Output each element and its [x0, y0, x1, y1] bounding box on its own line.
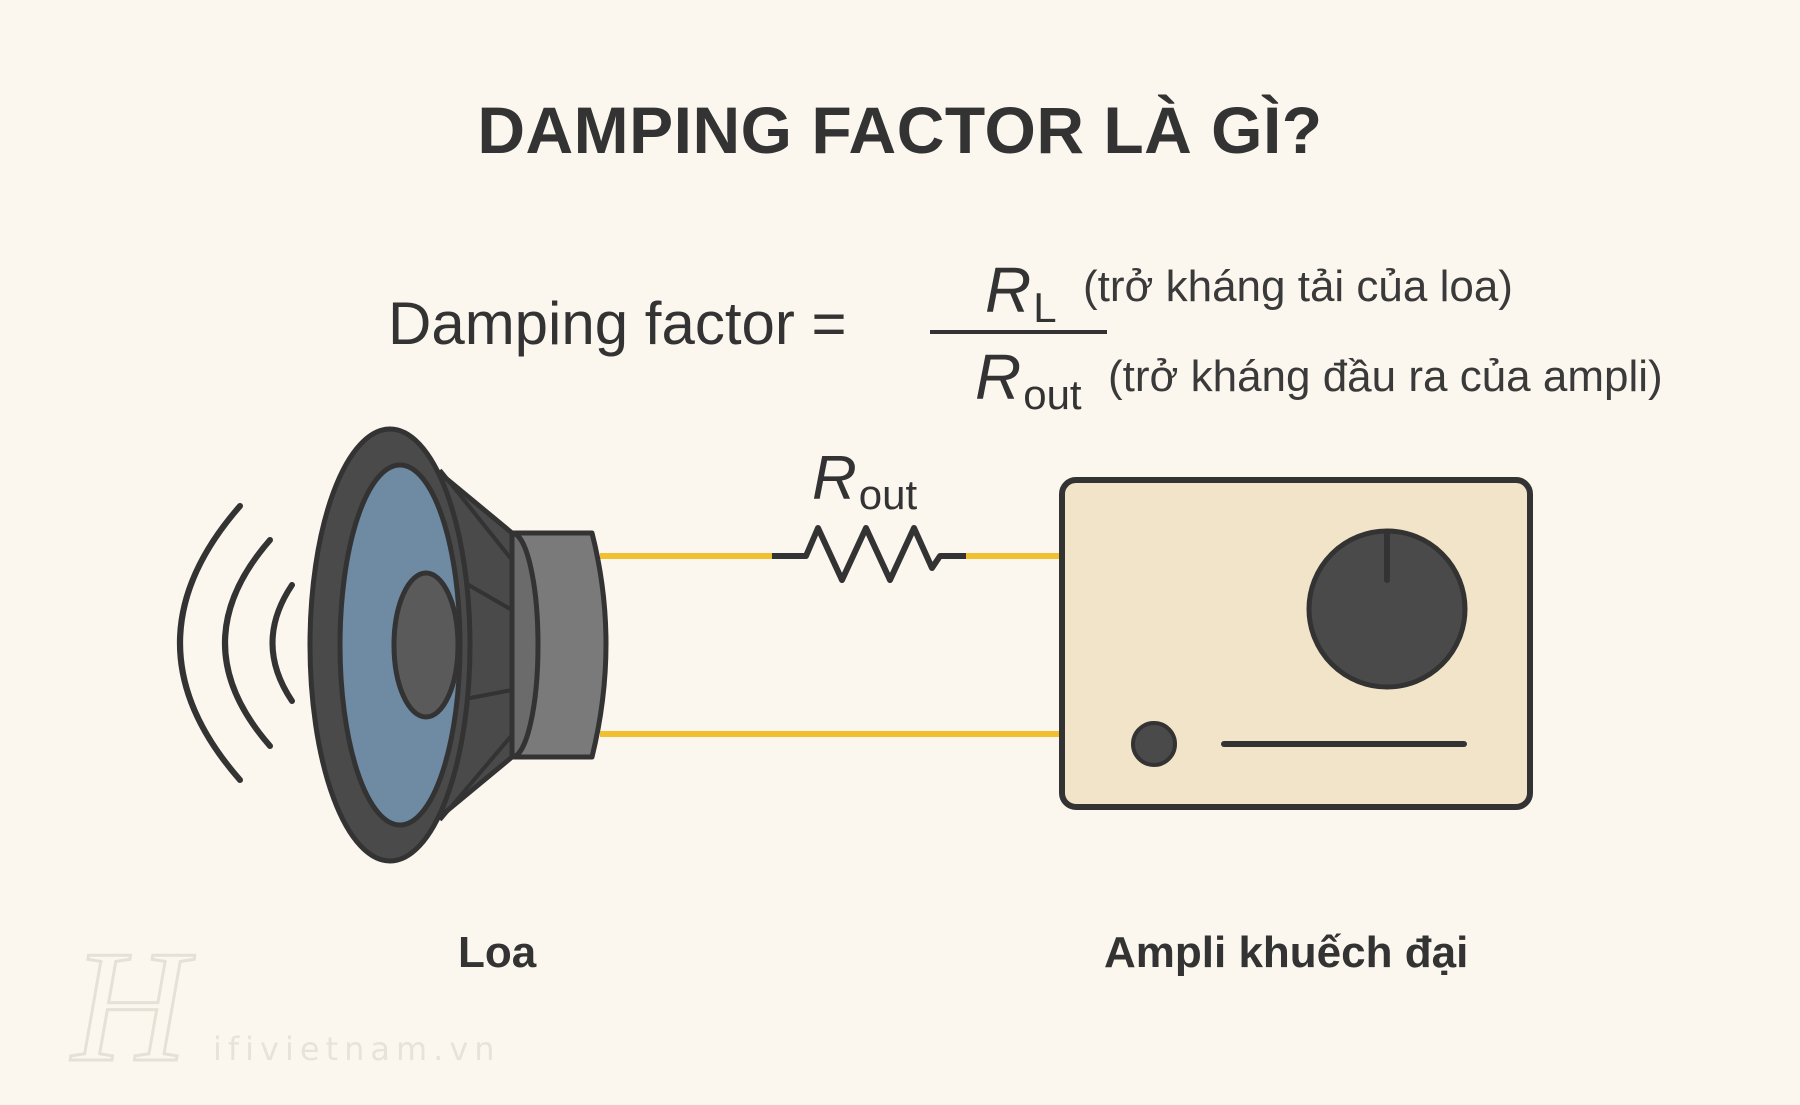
amplifier-label: Ampli khuếch đại	[1104, 928, 1469, 977]
denominator-note: (trở kháng đầu ra của ampli)	[1108, 352, 1663, 401]
sound-waves-icon	[177, 503, 295, 783]
resistor-icon	[772, 525, 966, 583]
indicator-light-icon	[1131, 721, 1177, 767]
numerator-note: (trở kháng tải của loa)	[1083, 262, 1513, 311]
denominator-subscript: out	[1023, 371, 1082, 418]
fraction-bar	[930, 330, 1107, 334]
resistor-label: Rout	[812, 443, 917, 519]
formula-label: Damping factor =	[388, 290, 847, 357]
sound-wave-middle	[222, 537, 273, 749]
page-title: DAMPING FACTOR LÀ GÌ?	[477, 93, 1323, 167]
watermark-logo-icon: H	[69, 930, 197, 1080]
formula-denominator: Rout	[975, 340, 1082, 419]
amplifier-icon	[1059, 477, 1533, 810]
speaker-label: Loa	[458, 928, 537, 977]
speaker-icon	[307, 426, 609, 864]
sound-wave-outer	[177, 503, 243, 783]
speaker-dust-cap	[391, 570, 461, 720]
sound-wave-inner	[269, 582, 295, 704]
resistor-subscript: out	[858, 471, 918, 518]
denominator-symbol: R	[975, 341, 1022, 413]
numerator-symbol: R	[985, 254, 1032, 326]
amplifier-body	[1059, 477, 1533, 810]
watermark-text: ifivietnam.vn	[213, 1030, 501, 1068]
resistor-symbol: R	[812, 444, 857, 513]
formula-numerator: RL	[985, 253, 1057, 332]
numerator-subscript: L	[1033, 284, 1057, 331]
wires	[600, 553, 1062, 737]
watermark-mark: H	[70, 930, 195, 1080]
